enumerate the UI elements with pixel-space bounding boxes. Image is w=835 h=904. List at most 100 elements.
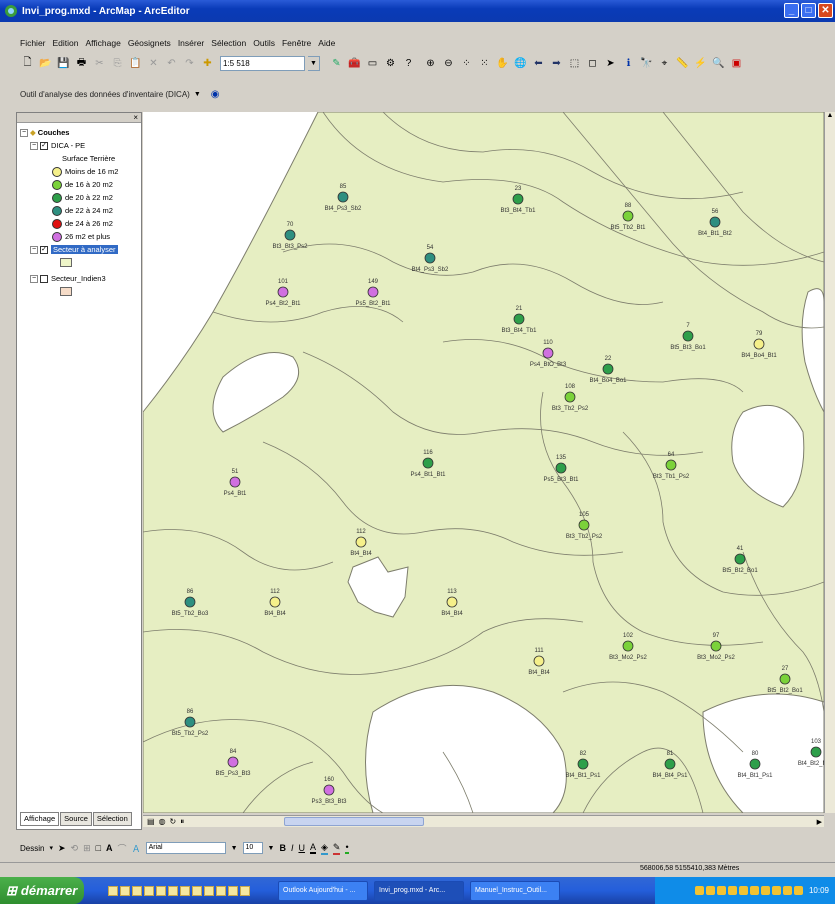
start-button[interactable]: ⊞ démarrer [0,877,84,904]
plot-marker[interactable] [682,330,694,342]
menu-inserer[interactable]: Insérer [177,38,205,48]
quick-launch-icon[interactable] [168,885,178,896]
tray-icon[interactable] [749,886,759,895]
horizontal-scroll-thumb[interactable] [284,817,425,826]
toc-layer-indien[interactable]: − Secteur_Indien3 [20,272,141,285]
menu-geosignets[interactable]: Géosignets [127,38,171,48]
undo-icon[interactable]: ↶ [167,57,176,69]
close-button[interactable]: ✕ [818,3,833,18]
quick-launch-icon[interactable] [180,885,190,896]
plot-marker[interactable] [734,553,746,565]
zoom-out-icon[interactable]: ⊖ [444,57,453,69]
plot-marker[interactable] [602,363,614,375]
cut-icon[interactable]: ✂ [95,57,104,69]
task-outlook[interactable]: Outlook Aujourd'hui - ... [278,880,368,901]
text-icon[interactable]: A [106,843,113,853]
rectangle-icon[interactable]: □ [95,843,102,853]
close-icon[interactable]: × [133,113,138,122]
plot-marker[interactable] [564,391,576,403]
collapse-icon[interactable]: − [20,128,28,137]
map-tips-icon[interactable]: ▣ [731,57,742,69]
model-builder-icon[interactable]: ⚙ [386,57,395,69]
menu-affichage[interactable]: Affichage [85,38,121,48]
plot-marker[interactable] [422,457,434,469]
arctoolbox-icon[interactable]: 🧰 [348,57,361,69]
clear-selection-icon[interactable]: ◻ [588,57,597,69]
plot-marker[interactable] [323,784,335,796]
fill-color-icon[interactable]: ◈ [320,842,328,855]
menu-selection[interactable]: Sélection [211,38,247,48]
select-arrow-icon[interactable]: ➤ [57,842,66,853]
layout-view-icon[interactable]: ▤ [147,817,155,826]
legend-symbol-icon[interactable] [52,166,62,177]
new-document-icon[interactable]: 🗋 [23,56,32,68]
quick-launch-icon[interactable] [240,885,250,896]
task-arcmap[interactable]: Invi_prog.mxd - Arc... [374,880,464,901]
font-color-icon[interactable]: A [309,842,316,854]
menu-fichier[interactable]: Fichier [20,38,46,48]
plot-marker[interactable] [277,286,289,298]
plot-marker[interactable] [577,758,589,770]
collapse-icon[interactable]: − [30,245,38,254]
full-extent-icon[interactable]: 🌐 [514,57,527,69]
quick-launch-icon[interactable] [120,885,130,896]
line-icon[interactable]: ⌒ [117,843,127,854]
plot-marker[interactable] [513,313,525,325]
horizontal-scrollbar[interactable]: ▤ ◍ ↻ ⏸ ▶ [143,815,824,827]
hyperlink-icon[interactable]: ⚡ [694,57,707,69]
refresh-icon[interactable]: ↻ [169,817,177,826]
paste-icon[interactable]: 📋 [129,57,142,69]
layer-visibility-checkbox[interactable]: ✓ [40,245,48,254]
toc-layer-dica[interactable]: − ✓ DICA - PE [20,139,141,152]
menu-edition[interactable]: Edition [52,38,79,48]
select-elements-icon[interactable]: ➤ [606,57,615,69]
tab-source[interactable]: Source [60,812,92,826]
tray-icon[interactable] [782,886,792,895]
chevron-down-icon[interactable]: ▼ [193,90,201,98]
plot-marker[interactable] [184,716,196,728]
bold-icon[interactable]: B [279,843,286,853]
redo-icon[interactable]: ↷ [185,57,194,69]
quick-launch-icon[interactable] [192,885,202,896]
tray-icon[interactable] [694,886,704,895]
menu-fenetre[interactable]: Fenêtre [281,38,312,48]
tray-icon[interactable] [716,886,726,895]
plot-marker[interactable] [424,252,436,264]
quick-launch-icon[interactable] [144,885,154,896]
print-icon[interactable]: 🖶 [76,56,87,68]
tray-icon[interactable] [705,886,715,895]
plot-marker[interactable] [779,673,791,685]
plot-marker[interactable] [227,756,239,768]
tray-icon[interactable] [760,886,770,895]
zoom-page-icon[interactable]: ⊞ [83,842,91,853]
measure-icon[interactable]: 📏 [676,57,689,69]
pause-icon[interactable]: ⏸ [180,816,185,826]
plot-marker[interactable] [578,519,590,531]
menu-aide[interactable]: Aide [318,38,336,48]
dica-help-icon[interactable]: ◉ [210,88,220,100]
legend-symbol-icon[interactable] [52,205,62,216]
map-scale-input[interactable]: 1:5 518 [220,55,305,71]
delete-icon[interactable]: ✕ [149,57,158,69]
chevron-down-icon[interactable]: ▼ [308,55,320,71]
plot-marker[interactable] [664,758,676,770]
font-a-icon[interactable]: Ａ [131,843,141,854]
